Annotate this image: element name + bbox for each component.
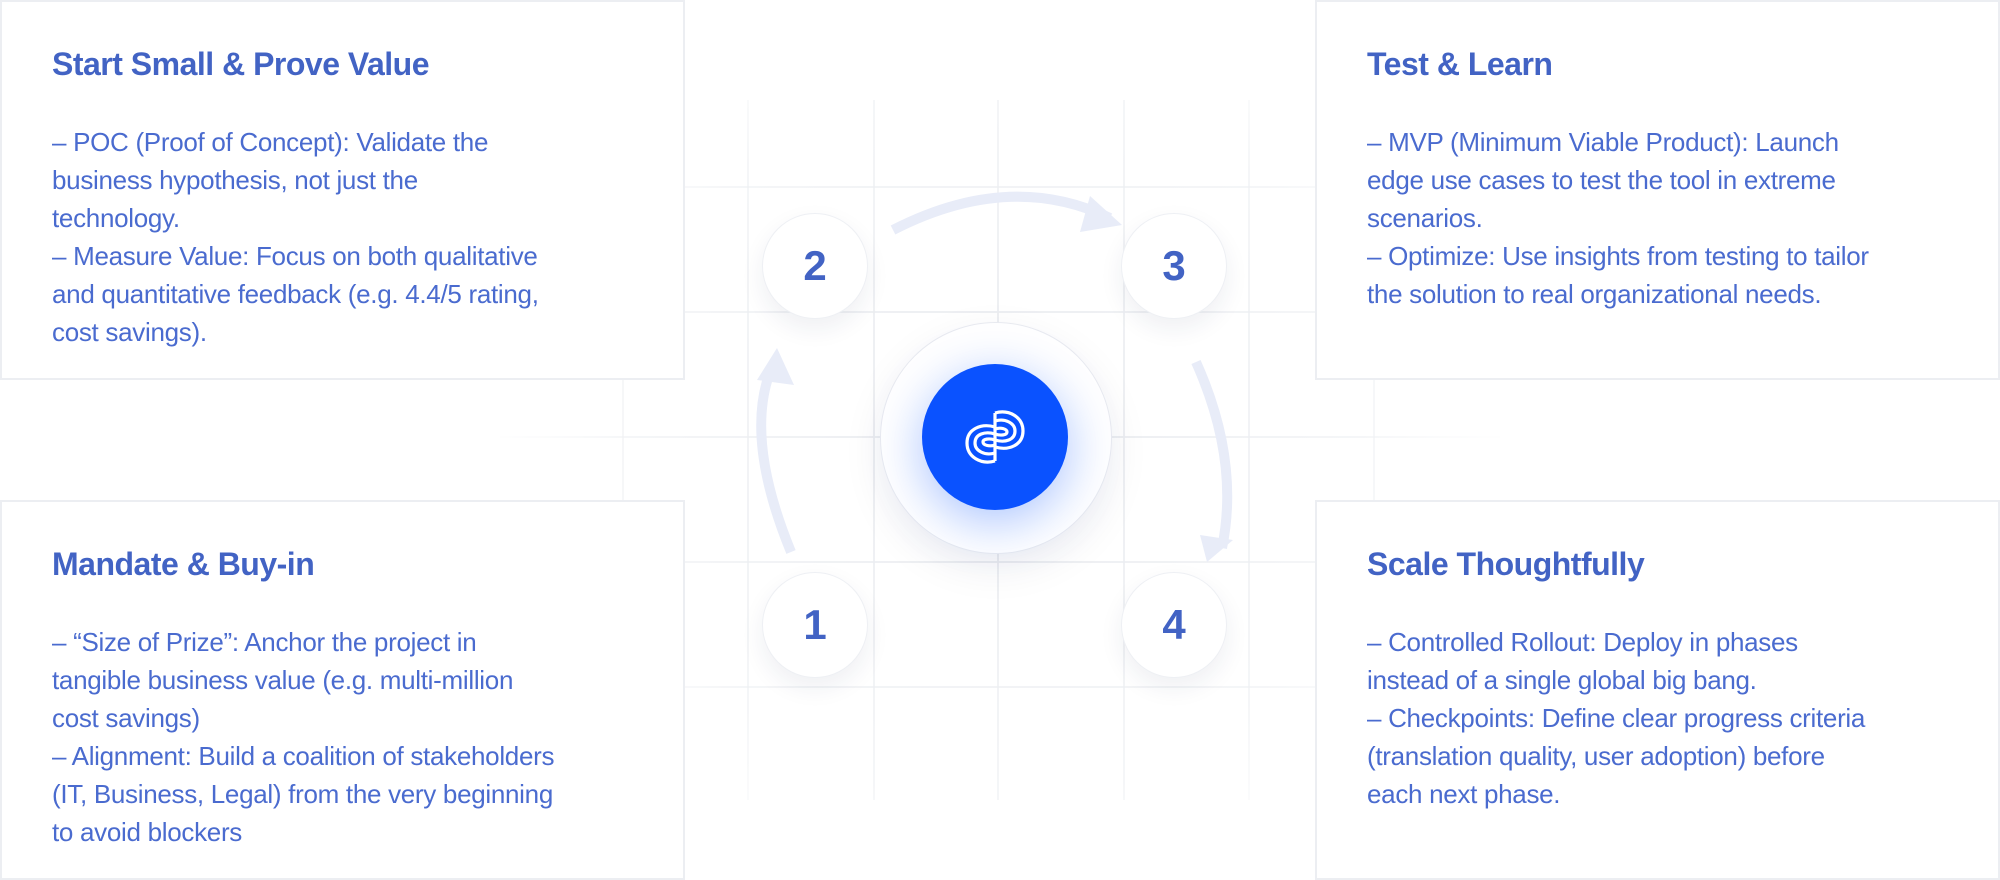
- description-line: – Alignment: Build a coalition of stakeh…: [52, 741, 555, 771]
- step-description: – “Size of Prize”: Anchor the project in…: [52, 623, 554, 851]
- step-title: Mandate & Buy-in: [52, 546, 315, 582]
- arrow-3-to-4: [1191, 359, 1233, 550]
- description-line: technology.: [52, 203, 180, 233]
- infinity-logo-icon: [965, 410, 1025, 464]
- step-4-card: Scale Thoughtfully – Controlled Rollout:…: [1315, 500, 2000, 880]
- description-line: and quantitative feedback (e.g. 4.4/5 ra…: [52, 279, 539, 309]
- description-line: cost savings): [52, 703, 200, 733]
- step-1-number: 1: [762, 572, 868, 678]
- description-line: – MVP (Minimum Viable Product): Launch: [1367, 127, 1839, 157]
- description-line: business hypothesis, not just the: [52, 165, 418, 195]
- description-line: (translation quality, user adoption) bef…: [1367, 741, 1825, 771]
- description-line: the solution to real organizational need…: [1367, 279, 1822, 309]
- description-line: cost savings).: [52, 317, 207, 347]
- step-1-card: Mandate & Buy-in – “Size of Prize”: Anch…: [0, 500, 685, 880]
- description-line: tangible business value (e.g. multi-mill…: [52, 665, 514, 695]
- description-line: – Measure Value: Focus on both qualitati…: [52, 241, 538, 271]
- step-title: Scale Thoughtfully: [1367, 546, 1645, 582]
- description-line: (IT, Business, Legal) from the very begi…: [52, 779, 553, 809]
- description-line: – Optimize: Use insights from testing to…: [1367, 241, 1869, 271]
- step-3-card: Test & Learn – MVP (Minimum Viable Produ…: [1315, 0, 2000, 380]
- step-2-number: 2: [762, 213, 868, 319]
- step-description: – MVP (Minimum Viable Product): Launch e…: [1367, 123, 1869, 313]
- step-2-card: Start Small & Prove Value – POC (Proof o…: [0, 0, 685, 380]
- description-line: – “Size of Prize”: Anchor the project in: [52, 627, 477, 657]
- arrow-1-to-2: [756, 370, 796, 554]
- center-logo: [922, 364, 1068, 510]
- step-description: – POC (Proof of Concept): Validate the b…: [52, 123, 539, 351]
- description-line: edge use cases to test the tool in extre…: [1367, 165, 1836, 195]
- step-title: Test & Learn: [1367, 46, 1553, 82]
- description-line: – Checkpoints: Define clear progress cri…: [1367, 703, 1866, 733]
- step-4-number: 4: [1121, 572, 1227, 678]
- description-line: instead of a single global big bang.: [1367, 665, 1757, 695]
- description-line: to avoid blockers: [52, 817, 243, 847]
- step-3-number: 3: [1121, 213, 1227, 319]
- description-line: – POC (Proof of Concept): Validate the: [52, 127, 489, 157]
- step-title: Start Small & Prove Value: [52, 46, 430, 82]
- arrow-2-to-3: [890, 191, 1113, 235]
- step-description: – Controlled Rollout: Deploy in phases i…: [1367, 623, 1865, 813]
- description-line: – Controlled Rollout: Deploy in phases: [1367, 627, 1798, 657]
- description-line: scenarios.: [1367, 203, 1483, 233]
- description-line: each next phase.: [1367, 779, 1561, 809]
